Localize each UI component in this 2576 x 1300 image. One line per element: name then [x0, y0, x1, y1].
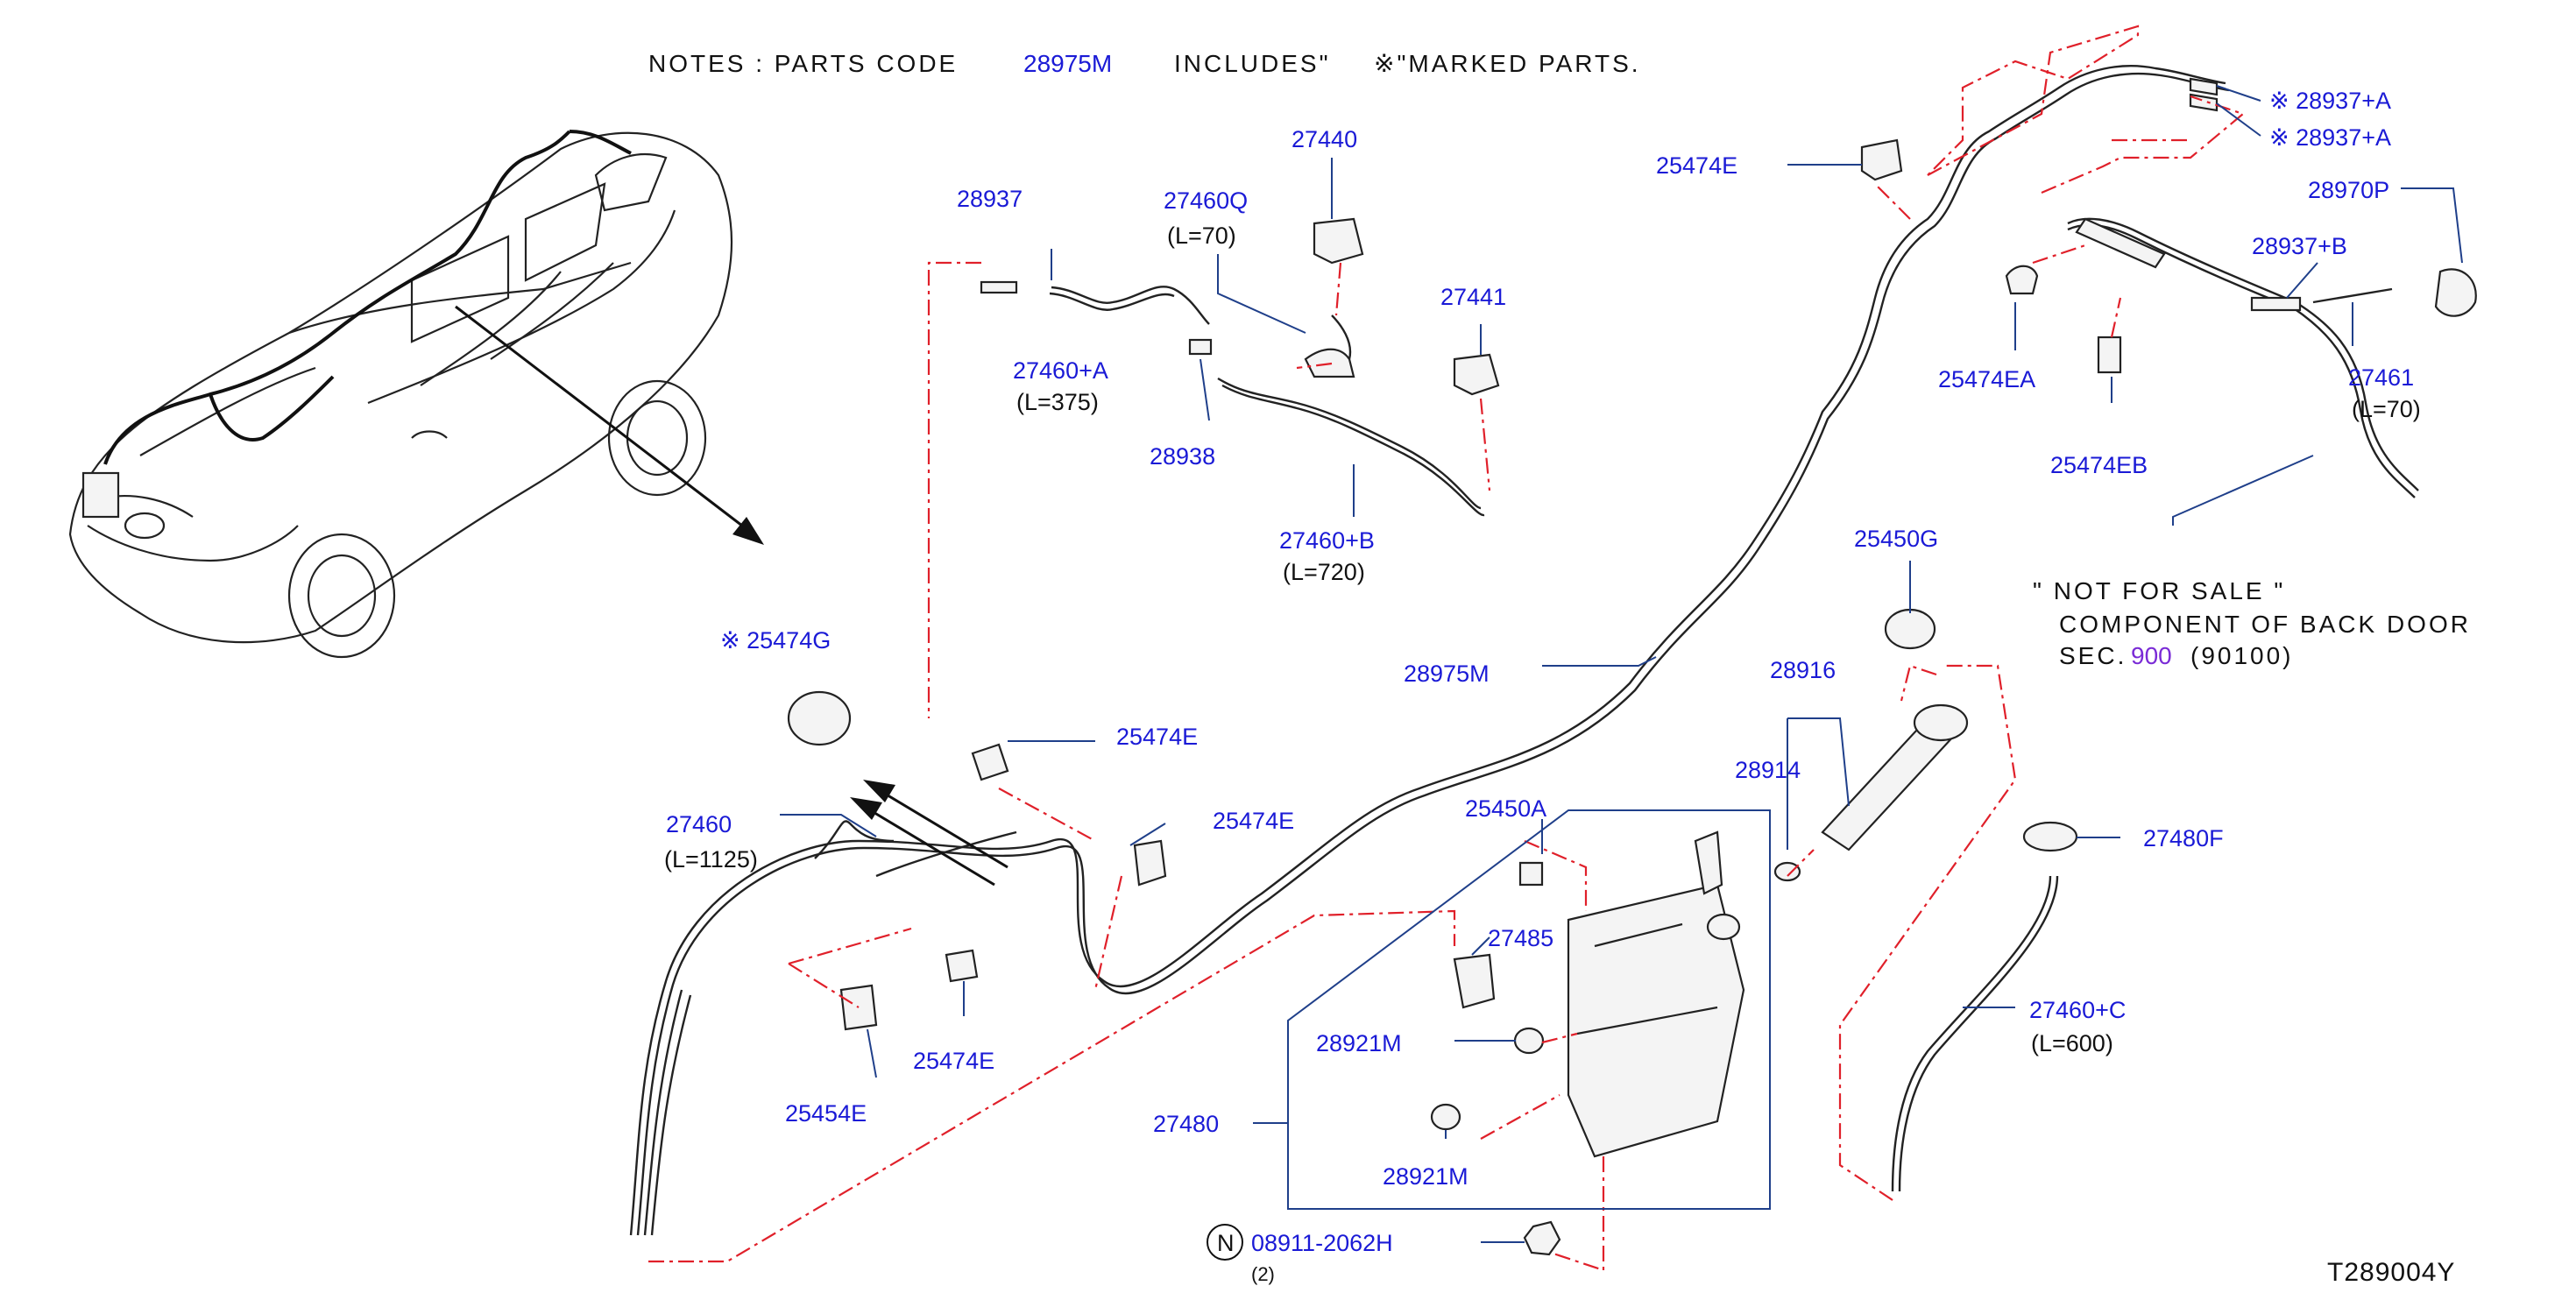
- nut-symbol: N: [1217, 1230, 1235, 1256]
- nozzle-28970P-icon: [2434, 268, 2477, 317]
- label-28914[interactable]: 28914: [1735, 757, 1801, 783]
- clip-25474E-top-icon: [1860, 138, 1903, 181]
- clips-lower-left[interactable]: [787, 690, 1167, 1031]
- label-27441[interactable]: 27441: [1440, 284, 1506, 310]
- label-27485[interactable]: 27485: [1488, 925, 1553, 951]
- label-27460-len: (L=1125): [664, 846, 758, 873]
- label-27460A[interactable]: 27460+A: [1013, 357, 1108, 384]
- connector-28937B-icon: [2250, 296, 2302, 312]
- label-28937A-1[interactable]: ※ 28937+A: [2269, 88, 2391, 114]
- label-25474E-top[interactable]: 25474E: [1656, 152, 1737, 179]
- label-27460C-len: (L=600): [2031, 1030, 2113, 1056]
- hose-27460[interactable]: [814, 820, 1017, 878]
- label-28937[interactable]: 28937: [957, 186, 1023, 212]
- label-25454E[interactable]: 25454E: [785, 1100, 867, 1127]
- cap-27480F-icon: [2022, 821, 2078, 852]
- label-27460B[interactable]: 27460+B: [1279, 527, 1375, 554]
- clip-25474E-low-icon: [945, 949, 979, 983]
- label-28938[interactable]: 28938: [1150, 443, 1215, 470]
- label-28975M[interactable]: 28975M: [1404, 661, 1490, 687]
- nozzle-hose-group[interactable]: [980, 217, 1500, 517]
- grommet-25474G-icon: [787, 690, 852, 746]
- label-08911[interactable]: 08911-2062H: [1251, 1230, 1393, 1256]
- nut-08911-icon: [1523, 1220, 1561, 1256]
- label-28921M-2[interactable]: 28921M: [1383, 1163, 1468, 1190]
- label-25450A[interactable]: 25450A: [1465, 795, 1546, 822]
- label-27460[interactable]: 27460: [666, 811, 732, 837]
- hinge-bracket-icon: [2075, 217, 2166, 269]
- bolt-25450A-icon: [1518, 861, 1544, 887]
- not-for-sale-note: " NOT FOR SALE " COMPONENT OF BACK DOOR …: [2033, 577, 2471, 669]
- label-27480F[interactable]: 27480F: [2143, 825, 2224, 851]
- not-for-sale-line1: " NOT FOR SALE ": [2033, 577, 2285, 604]
- label-25474EB[interactable]: 25474EB: [2050, 452, 2148, 478]
- grommet-28921M-icon: [1513, 1027, 1545, 1055]
- back-door-hose-group[interactable]: [1860, 77, 2477, 498]
- label-25474E-right[interactable]: 25474E: [1213, 808, 1294, 834]
- clip-25474EA-icon: [2005, 265, 2039, 295]
- part-labels: 28937 27460+A (L=375) 28938 27460Q (L=70…: [664, 88, 2421, 1285]
- cap-25450G-icon: [1884, 608, 1936, 650]
- notes-code[interactable]: 28975M: [1023, 50, 1112, 77]
- label-28937B[interactable]: 28937+B: [2252, 233, 2347, 259]
- hose-28975M[interactable]: [629, 65, 2230, 1236]
- clip-25474E-mid-icon: [971, 743, 1009, 781]
- label-25474E-mid[interactable]: 25474E: [1116, 724, 1198, 750]
- label-27460Q-len: (L=70): [1167, 223, 1236, 249]
- notes-prefix: NOTES : PARTS CODE: [648, 50, 958, 77]
- notes-marked: ※"MARKED PARTS.: [1374, 50, 1641, 77]
- label-27460C[interactable]: 27460+C: [2029, 997, 2126, 1023]
- not-for-sale-sec-code[interactable]: 900: [2131, 642, 2172, 669]
- label-27461-len: (L=70): [2352, 396, 2421, 422]
- leader-lines: [780, 85, 2463, 1243]
- label-27460Q[interactable]: 27460Q: [1164, 187, 1248, 214]
- label-25450G[interactable]: 25450G: [1854, 526, 1938, 552]
- not-for-sale-sec-suffix: (90100): [2190, 642, 2294, 669]
- nozzle-27441-icon: [1453, 353, 1500, 396]
- label-27460A-len: (L=375): [1016, 389, 1099, 415]
- label-27480[interactable]: 27480: [1153, 1111, 1219, 1137]
- reservoir-group[interactable]: [1430, 830, 1745, 1256]
- clip-25474E-right-icon: [1133, 839, 1167, 887]
- connector-28937A-icon: [2189, 77, 2219, 96]
- not-for-sale-sec-prefix: SEC.: [2059, 642, 2127, 669]
- not-for-sale-line2: COMPONENT OF BACK DOOR: [2059, 611, 2471, 638]
- vehicle-illustration: [68, 130, 764, 659]
- valve-28938-icon[interactable]: [1188, 338, 1213, 356]
- label-25474G[interactable]: ※ 25474G: [720, 627, 831, 654]
- label-25474EA[interactable]: 25474EA: [1938, 366, 2035, 392]
- label-25474E-low[interactable]: 25474E: [913, 1048, 994, 1074]
- label-27460B-len: (L=720): [1283, 559, 1365, 585]
- connector-28937-icon[interactable]: [980, 280, 1018, 294]
- label-27461[interactable]: 27461: [2348, 364, 2414, 391]
- pump-27485-icon: [1453, 953, 1496, 1009]
- direction-arrows: [850, 780, 1008, 887]
- filler-group[interactable]: [1773, 608, 2078, 1192]
- label-28970P[interactable]: 28970P: [2308, 177, 2389, 203]
- label-08911-qty: (2): [1251, 1263, 1275, 1285]
- label-28937A-2[interactable]: ※ 28937+A: [2269, 124, 2391, 151]
- label-28916[interactable]: 28916: [1770, 657, 1836, 683]
- label-27440[interactable]: 27440: [1292, 126, 1357, 152]
- clip-25474EB-icon: [2097, 336, 2122, 374]
- reference-lines: [648, 25, 2246, 1272]
- diagram-code: T289004Y: [2327, 1258, 2455, 1287]
- nozzle-27440-icon: [1313, 217, 1364, 265]
- nut-symbol-circle: [1207, 1224, 1243, 1261]
- notes-includes: INCLUDES": [1174, 50, 1331, 77]
- label-28921M-1[interactable]: 28921M: [1316, 1030, 1402, 1056]
- oring-28914-icon: [1773, 861, 1801, 882]
